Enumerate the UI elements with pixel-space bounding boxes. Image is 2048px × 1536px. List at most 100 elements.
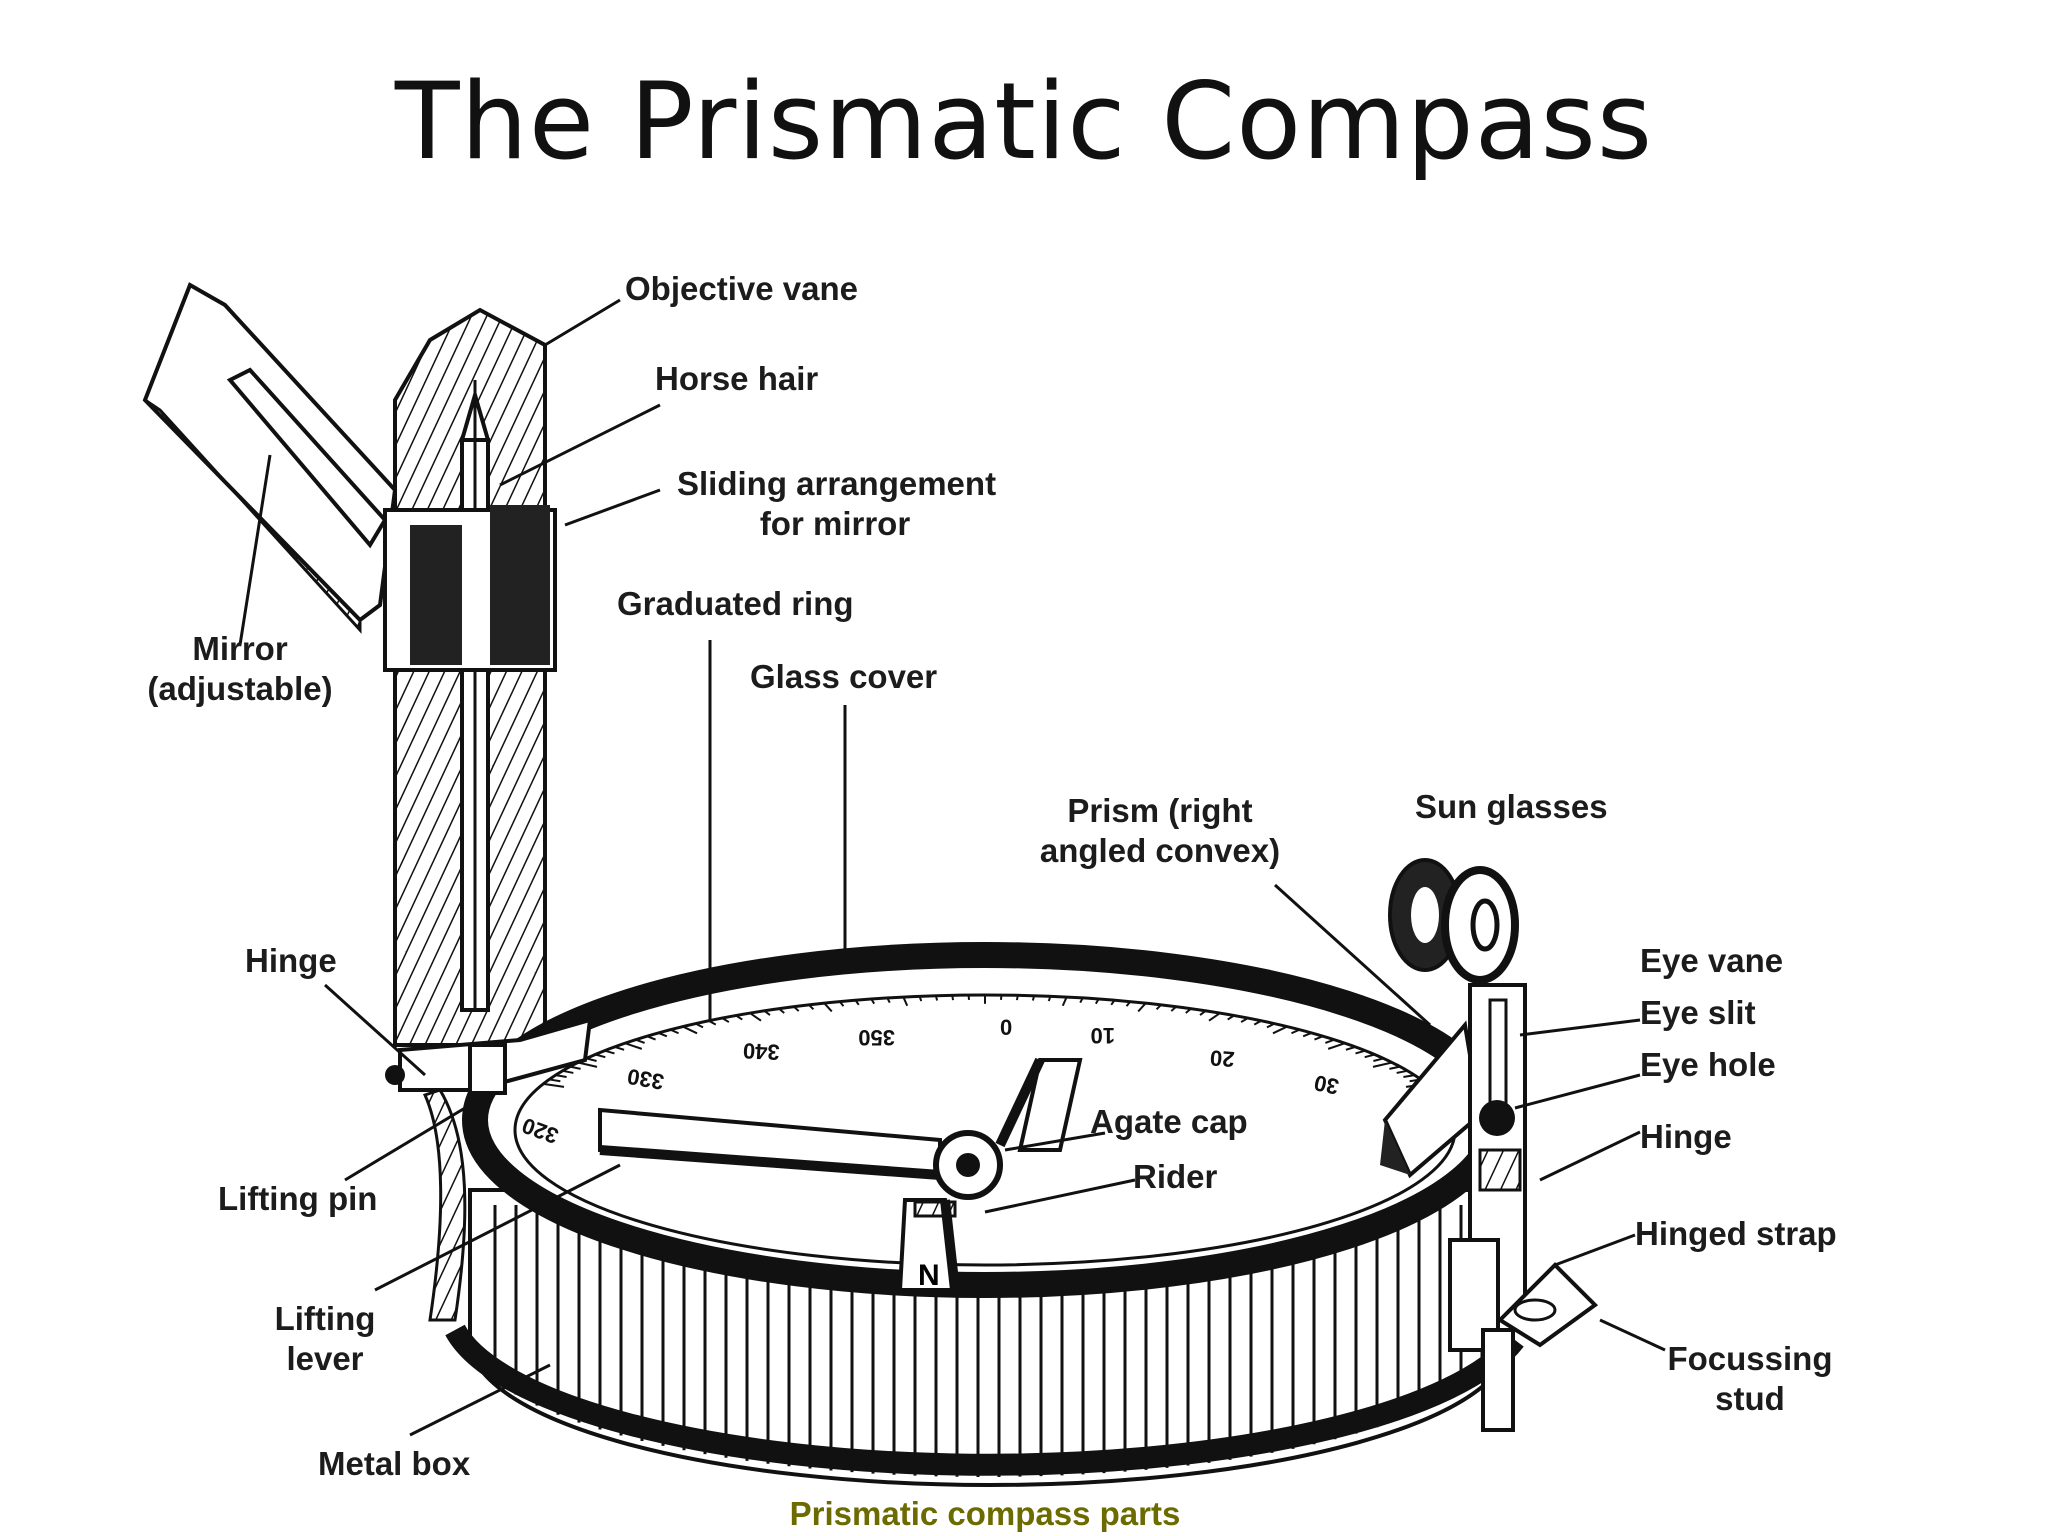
- ring-tick: [870, 998, 876, 1005]
- label-hinge-right: Hinge: [1640, 1118, 1732, 1155]
- ring-tick: [838, 1000, 845, 1007]
- scale-mark: 30: [1312, 1070, 1341, 1100]
- ring-tick: [1314, 1035, 1324, 1041]
- ring-tick: [1015, 995, 1019, 1001]
- label-focussing-stud-line1: Focussing: [1667, 1340, 1832, 1377]
- scale-mark: 340: [742, 1038, 780, 1065]
- ring-tick: [1079, 997, 1084, 1004]
- ring-tick: [823, 1002, 833, 1013]
- ring-tick: [1372, 1061, 1393, 1068]
- ring-tick: [778, 1007, 785, 1014]
- label-lifting-pin: Lifting pin: [218, 1180, 377, 1217]
- ring-tick: [1373, 1057, 1384, 1062]
- label-eye-hole: Eye hole: [1640, 1046, 1776, 1083]
- ring-tick: [1302, 1031, 1312, 1038]
- ring-tick: [1125, 1000, 1132, 1007]
- lifting-lever: [422, 1088, 467, 1322]
- ring-tick: [695, 1022, 704, 1029]
- figure-caption: Prismatic compass parts: [790, 1495, 1181, 1532]
- ring-tick: [854, 999, 860, 1006]
- slide-title: The Prismatic Compass: [394, 60, 1654, 183]
- sun-glasses: [1388, 858, 1519, 984]
- scale-mark: 20: [1209, 1045, 1235, 1072]
- ring-tick: [1345, 1045, 1356, 1051]
- hinge-left: [385, 1017, 593, 1095]
- ring-tick: [624, 1042, 643, 1050]
- ring-tick: [886, 997, 891, 1004]
- ring-tick: [562, 1069, 574, 1074]
- label-metal-box: Metal box: [318, 1445, 471, 1482]
- ring-tick: [1266, 1022, 1275, 1029]
- label-prism-line2: angled convex): [1040, 832, 1280, 869]
- scale-mark: 10: [1091, 1023, 1115, 1048]
- ring-tick: [1272, 1025, 1288, 1035]
- ring-tick: [1403, 1074, 1415, 1079]
- label-mirror-line1: Mirror: [192, 630, 288, 667]
- needle-north-mark: N: [918, 1259, 940, 1292]
- ring-tick: [1061, 996, 1068, 1007]
- scale-mark: 350: [858, 1025, 895, 1050]
- ring-tick: [1094, 998, 1100, 1005]
- ring-tick: [658, 1031, 668, 1038]
- ring-tick: [735, 1014, 743, 1021]
- ring-tick: [1325, 1038, 1335, 1044]
- ring-tick: [549, 1078, 561, 1083]
- ring-tick: [604, 1049, 615, 1055]
- label-hinge-left: Hinge: [245, 942, 337, 979]
- leader-lines: [238, 298, 1666, 1437]
- ring-tick: [1240, 1017, 1249, 1023]
- label-prism-line1: Prism (right: [1067, 792, 1252, 829]
- ring-tick: [586, 1057, 597, 1062]
- label-lifting-lever-line2: lever: [286, 1340, 363, 1377]
- ring-tick: [763, 1010, 771, 1016]
- label-objective-vane: Objective vane: [625, 270, 858, 307]
- ring-tick: [902, 996, 909, 1007]
- graduated-ring: [543, 994, 1427, 1088]
- label-lifting-lever-line1: Lifting: [275, 1300, 376, 1337]
- ring-tick: [1364, 1053, 1375, 1059]
- eye-vane: [1448, 983, 1527, 1432]
- label-eye-slit: Eye slit: [1640, 994, 1756, 1031]
- label-focussing-stud-line2: stud: [1715, 1380, 1785, 1417]
- scale-mark: 0: [1000, 1015, 1012, 1040]
- sliding-arrangement: [383, 505, 557, 672]
- ring-tick: [1155, 1004, 1162, 1010]
- ring-tick: [1047, 995, 1052, 1002]
- ring-tick: [749, 1012, 762, 1022]
- ring-tick: [635, 1038, 645, 1044]
- ring-tick: [1110, 999, 1116, 1006]
- ring-tick: [1208, 1012, 1221, 1022]
- agate-cap: [933, 1130, 1003, 1200]
- label-sliding-arrangement-line1: Sliding arrangement: [677, 465, 996, 502]
- ring-tick: [1199, 1010, 1207, 1016]
- ring-tick: [1170, 1005, 1177, 1012]
- ring-tick: [934, 995, 939, 1001]
- ring-tick: [1185, 1007, 1192, 1014]
- label-rider: Rider: [1133, 1158, 1218, 1195]
- label-sliding-arrangement-line2: for mirror: [760, 505, 911, 542]
- label-mirror-line2: (adjustable): [147, 670, 332, 707]
- hinged-strap: [1496, 1262, 1599, 1348]
- ring-tick: [1355, 1049, 1366, 1055]
- ring-tick: [555, 1074, 567, 1079]
- ring-tick: [682, 1025, 698, 1035]
- ring-tick: [543, 1082, 565, 1088]
- objective-vane: [393, 307, 547, 1047]
- ring-tick: [951, 995, 955, 1001]
- label-glass-cover: Glass cover: [750, 658, 937, 695]
- ring-tick: [808, 1004, 815, 1010]
- ring-tick: [1396, 1069, 1408, 1074]
- ring-tick: [721, 1017, 730, 1023]
- ring-tick: [1253, 1019, 1262, 1026]
- ring-tick: [708, 1019, 717, 1026]
- ring-tick: [614, 1045, 625, 1051]
- label-hinged-strap: Hinged strap: [1635, 1215, 1837, 1252]
- label-graduated-ring: Graduated ring: [617, 585, 854, 622]
- compass-needle: N: [598, 1057, 1083, 1292]
- ring-tick: [1389, 1065, 1401, 1070]
- ring-tick: [1291, 1028, 1300, 1035]
- label-agate-cap: Agate cap: [1090, 1103, 1248, 1140]
- rider: [913, 1200, 957, 1218]
- ring-tick: [1227, 1014, 1235, 1021]
